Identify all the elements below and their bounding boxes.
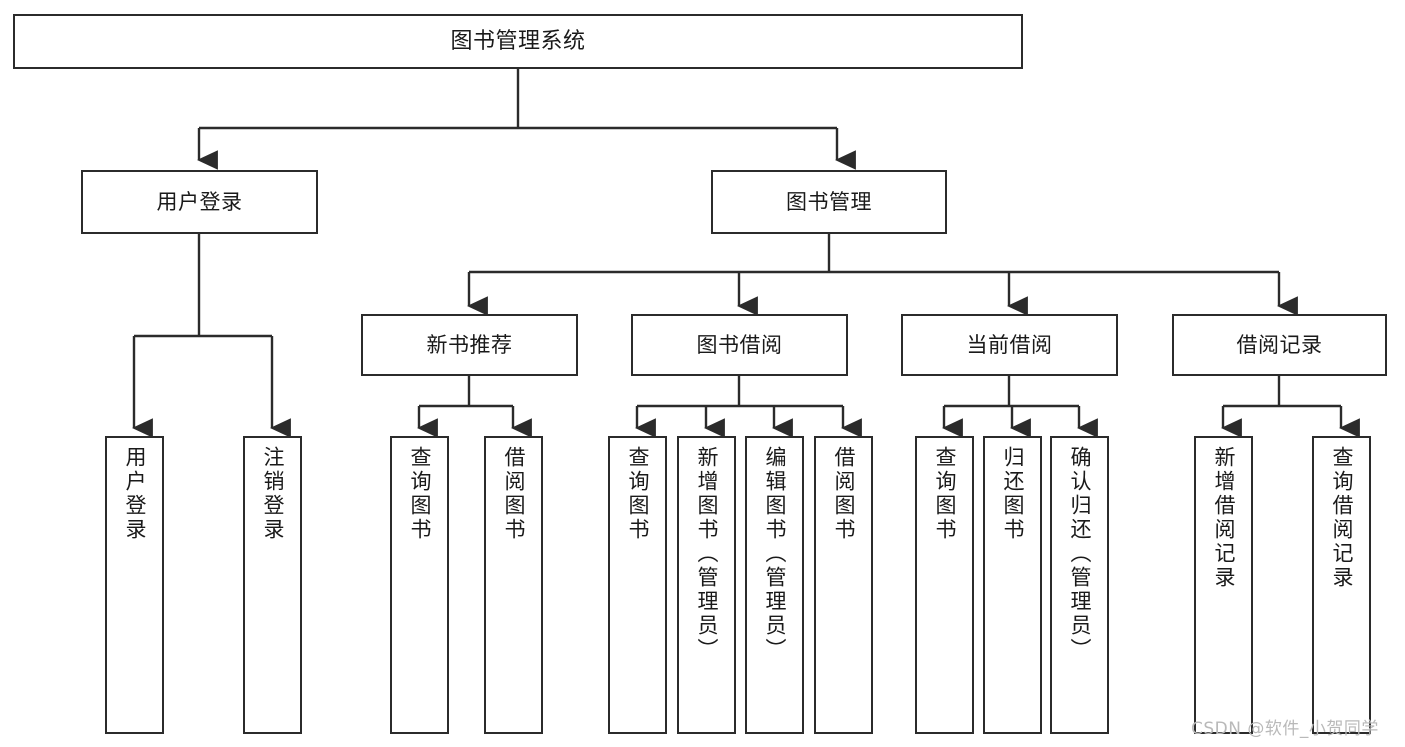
leaf-borrow-edit-book-admin[interactable]: 编辑图书（管理员） [745, 436, 804, 734]
node-label: 归还图书 [1001, 446, 1025, 542]
leaf-record-add-record[interactable]: 新增借阅记录 [1194, 436, 1253, 734]
node-label: 图书管理 [786, 189, 872, 214]
leaf-record-query-record[interactable]: 查询借阅记录 [1312, 436, 1371, 734]
node-label: 新书推荐 [426, 332, 513, 357]
leaf-user-login-signin[interactable]: 用户登录 [105, 436, 164, 734]
leaf-recommend-borrow-book[interactable]: 借阅图书 [484, 436, 543, 734]
leaf-borrow-query-book[interactable]: 查询图书 [608, 436, 667, 734]
node-label: 注销登录 [261, 446, 285, 542]
node-book-borrow[interactable]: 图书借阅 [631, 314, 848, 376]
node-label: 编辑图书（管理员） [763, 446, 787, 662]
node-label: 查询图书 [626, 446, 650, 542]
node-label: 用户登录 [123, 446, 147, 542]
node-label: 查询图书 [408, 446, 432, 542]
leaf-user-login-signout[interactable]: 注销登录 [243, 436, 302, 734]
node-label: 用户登录 [156, 189, 243, 214]
node-new-book-recommend[interactable]: 新书推荐 [361, 314, 578, 376]
node-book-management[interactable]: 图书管理 [711, 170, 947, 234]
watermark-text: CSDN @软件_小贺同学 [1191, 719, 1379, 739]
node-label: 查询借阅记录 [1330, 446, 1354, 590]
node-root-system[interactable]: 图书管理系统 [13, 14, 1023, 69]
node-label: 借阅记录 [1236, 332, 1323, 357]
leaf-borrow-add-book-admin[interactable]: 新增图书（管理员） [677, 436, 736, 734]
leaf-recommend-query-book[interactable]: 查询图书 [390, 436, 449, 734]
node-label: 确认归还（管理员） [1068, 446, 1092, 662]
node-label: 借阅图书 [502, 446, 526, 542]
node-label: 新增图书（管理员） [695, 446, 719, 662]
node-label: 新增借阅记录 [1212, 446, 1236, 590]
node-user-login[interactable]: 用户登录 [81, 170, 318, 234]
leaf-current-return-book[interactable]: 归还图书 [983, 436, 1042, 734]
node-label: 图书管理系统 [450, 28, 586, 54]
node-borrow-record[interactable]: 借阅记录 [1172, 314, 1387, 376]
leaf-current-query-book[interactable]: 查询图书 [915, 436, 974, 734]
node-current-borrow[interactable]: 当前借阅 [901, 314, 1118, 376]
node-label: 图书借阅 [696, 332, 783, 357]
leaf-current-confirm-return-admin[interactable]: 确认归还（管理员） [1050, 436, 1109, 734]
node-label: 查询图书 [933, 446, 957, 542]
node-label: 借阅图书 [832, 446, 856, 542]
node-label: 当前借阅 [966, 332, 1053, 357]
leaf-borrow-borrow-book[interactable]: 借阅图书 [814, 436, 873, 734]
